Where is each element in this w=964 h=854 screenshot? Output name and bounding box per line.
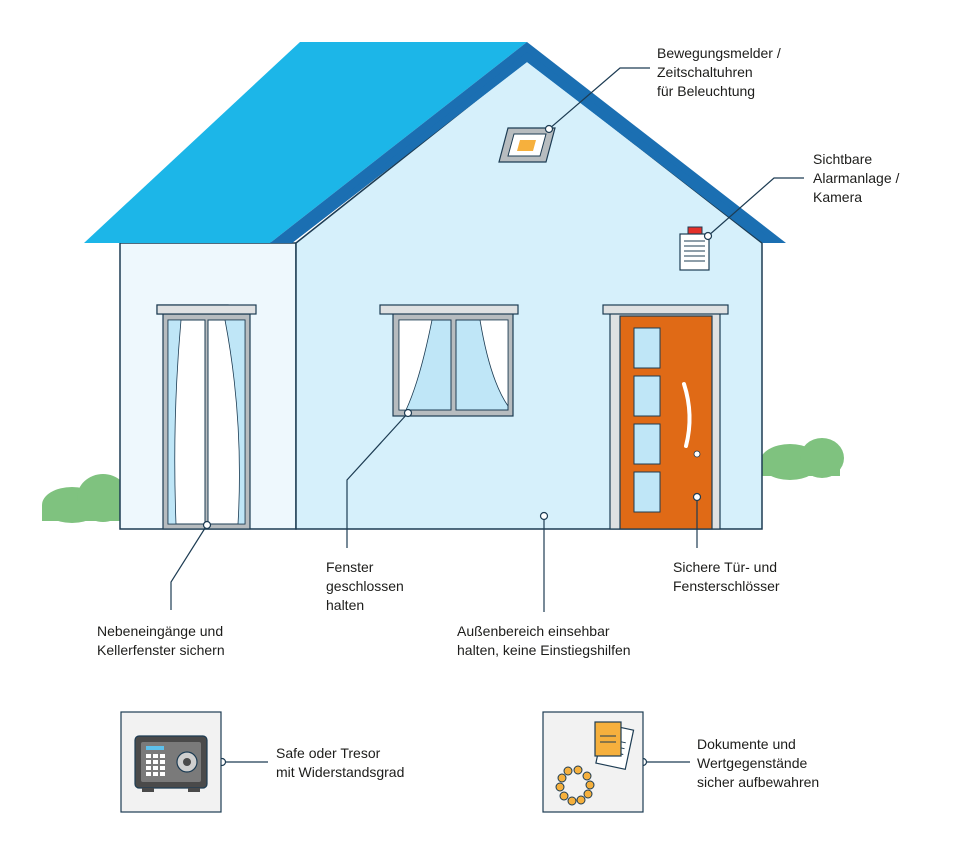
bush-right <box>760 438 844 480</box>
label-window-closed: Fenster geschlossen halten <box>326 559 404 613</box>
roof-left <box>84 42 527 243</box>
label-alarm: Sichtbare Alarmanlage / Kamera <box>813 151 900 205</box>
front-window <box>379 304 519 417</box>
alarm-siren <box>679 226 710 271</box>
safe-icon <box>120 711 222 813</box>
front-door <box>602 304 729 530</box>
label-motion-detector: Bewegungsmelder / Zeitschaltuhren für Be… <box>657 45 781 99</box>
label-outdoor-visible: Außenbereich einsehbar halten, keine Ein… <box>457 623 631 658</box>
callout-lines <box>170 67 804 763</box>
documents-jewelry-icon <box>542 711 644 813</box>
label-door-locks: Sichere Tür- und Fensterschlösser <box>673 559 780 594</box>
label-side-entrances: Nebeneingänge und Kellerfenster sichern <box>97 623 225 658</box>
label-safe: Safe oder Tresor mit Widerstandsgrad <box>276 745 405 780</box>
bush-left <box>42 474 129 523</box>
label-documents: Dokumente und Wertgegenstände sicher auf… <box>697 736 820 790</box>
side-door <box>156 304 257 530</box>
motion-detector-light <box>498 127 556 163</box>
